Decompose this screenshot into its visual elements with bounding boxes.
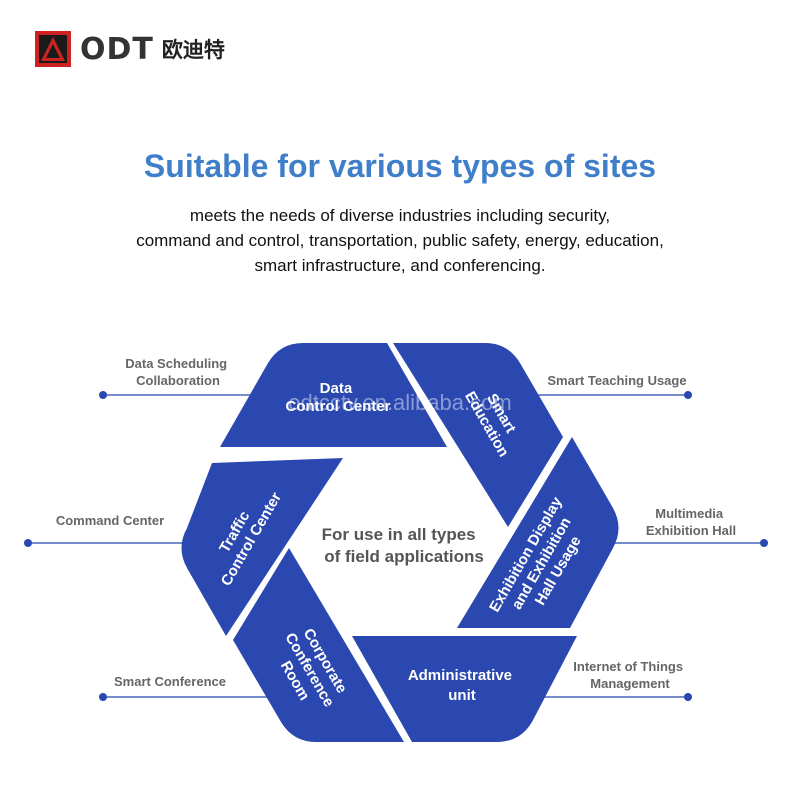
callout-label-line: Internet of Things [573, 659, 683, 674]
subtitle-line: meets the needs of diverse industries in… [189, 206, 611, 225]
callout-dot [684, 391, 692, 399]
segment-label-line: Data [320, 380, 353, 397]
segment-exhibition-hall-usage [457, 437, 619, 628]
callout-dot [760, 539, 768, 547]
logo-text-en: ODT [80, 31, 154, 67]
segment-administrative-unit [352, 636, 577, 742]
callout-label-line: Multimedia [655, 506, 724, 521]
callout-dot [24, 539, 32, 547]
callout-dot [684, 693, 692, 701]
watermark-text: odtcctv.en.alibaba.com [288, 390, 511, 415]
callout-dot [99, 391, 107, 399]
odt-logo-icon [35, 31, 71, 67]
center-label-line: of field applications [324, 547, 484, 566]
segment-traffic-control-center [181, 458, 343, 636]
callout-smart-conference: Smart Conference [114, 674, 226, 689]
center-label-line: For use in all types [322, 525, 476, 544]
brand-logo: ODT 欧迪特 [34, 30, 225, 68]
page-subtitle: meets the needs of diverse industries in… [60, 203, 740, 278]
segment-label-administrative-unit: Administrative unit [408, 667, 516, 704]
callout-label-line: Collaboration [136, 373, 220, 388]
callout-label-line: Command Center [56, 513, 164, 528]
callout-label-line: Smart Teaching Usage [547, 373, 686, 388]
callout-command-center: Command Center [56, 513, 164, 528]
segment-label-data-control-center: Data Control Center [286, 380, 391, 415]
subtitle-line: command and control, transportation, pub… [136, 231, 664, 250]
segment-smart-education [393, 343, 563, 527]
callout-dot [99, 693, 107, 701]
center-label: For use in all types of field applicatio… [322, 525, 484, 566]
callout-internet-of-things-management: Internet of Things Management [573, 659, 686, 691]
page-headline: Suitable for various types of sites [143, 148, 657, 184]
callout-data-scheduling-collaboration: Data Scheduling Collaboration [125, 356, 230, 388]
callout-smart-teaching-usage: Smart Teaching Usage [547, 373, 686, 388]
subtitle-line: smart infrastructure, and conferencing. [254, 256, 546, 275]
callout-label-line: Data Scheduling [125, 356, 227, 371]
segment-data-control-center [220, 343, 447, 447]
segment-corporate-conference-room [233, 548, 404, 742]
callout-multimedia-exhibition-hall: Multimedia Exhibition Hall [646, 506, 736, 538]
callout-label-line: Management [590, 676, 670, 691]
segment-label-line: Control Center [286, 398, 391, 415]
logo-text-cn: 欧迪特 [161, 39, 225, 62]
callout-label-line: Exhibition Hall [646, 523, 736, 538]
segment-label-line: unit [448, 687, 476, 704]
segment-label-line: Administrative [408, 667, 512, 684]
callout-label-line: Smart Conference [114, 674, 226, 689]
